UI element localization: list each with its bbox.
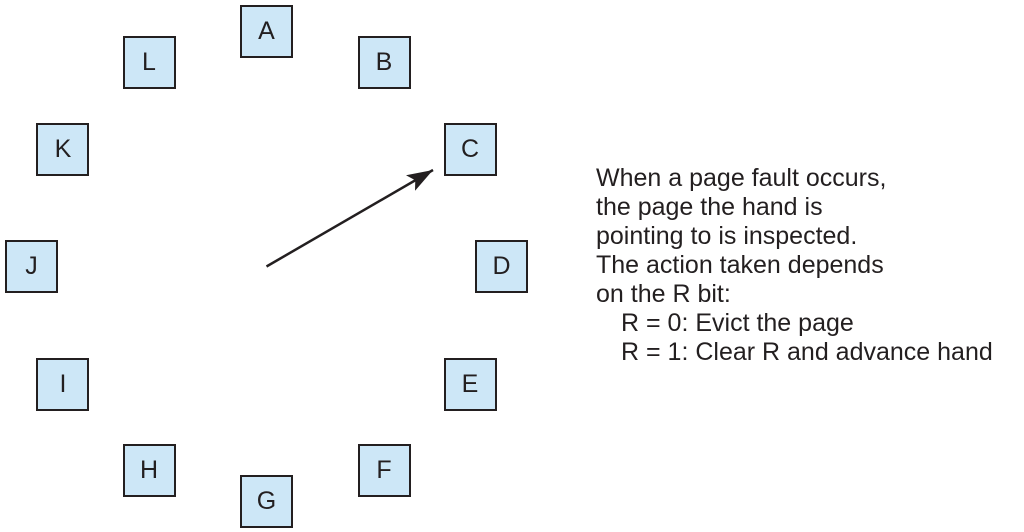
annotation-line: The action taken depends [596, 251, 884, 279]
page-frame-d: D [475, 240, 528, 293]
page-letter: H [139, 455, 159, 484]
page-letter: L [142, 48, 156, 77]
clock-of-pages: A B C D E F G H I J K L [5, 5, 528, 528]
page-letter: G [256, 487, 277, 515]
annotation-line: When a page fault occurs, [596, 164, 887, 192]
page-frame-f: F [357, 443, 411, 497]
page-letter: J [25, 252, 38, 280]
page-letter: K [54, 134, 72, 163]
annotation-line: pointing to is inspected. [596, 222, 858, 250]
annotation-line: R = 0: Evict the page [621, 309, 854, 337]
page-letter: B [375, 48, 393, 77]
page-letter: C [460, 134, 480, 163]
page-frame-i: I [36, 357, 90, 411]
page-letter: I [59, 369, 67, 398]
page-frame-g: G [240, 475, 293, 528]
page-frame-a: A [240, 5, 293, 58]
page-frame-j: J [5, 240, 58, 293]
page-frame-k: K [36, 122, 90, 176]
page-letter: D [492, 252, 511, 280]
page-letter: E [461, 369, 479, 398]
page-letter: F [376, 455, 392, 484]
page-frame-l: L [122, 36, 176, 90]
page-frame-h: H [122, 443, 176, 497]
annotation-line: R = 1: Clear R and advance hand [621, 338, 993, 366]
page-frame-b: B [357, 36, 411, 90]
page-letter: A [258, 17, 275, 45]
annotation-line: on the R bit: [596, 280, 731, 308]
annotation-line: the page the hand is [596, 193, 823, 221]
algorithm-description: When a page fault occurs,the page the ha… [596, 164, 993, 367]
page-frame-e: E [443, 357, 497, 411]
page-frame-c: C [443, 122, 497, 176]
